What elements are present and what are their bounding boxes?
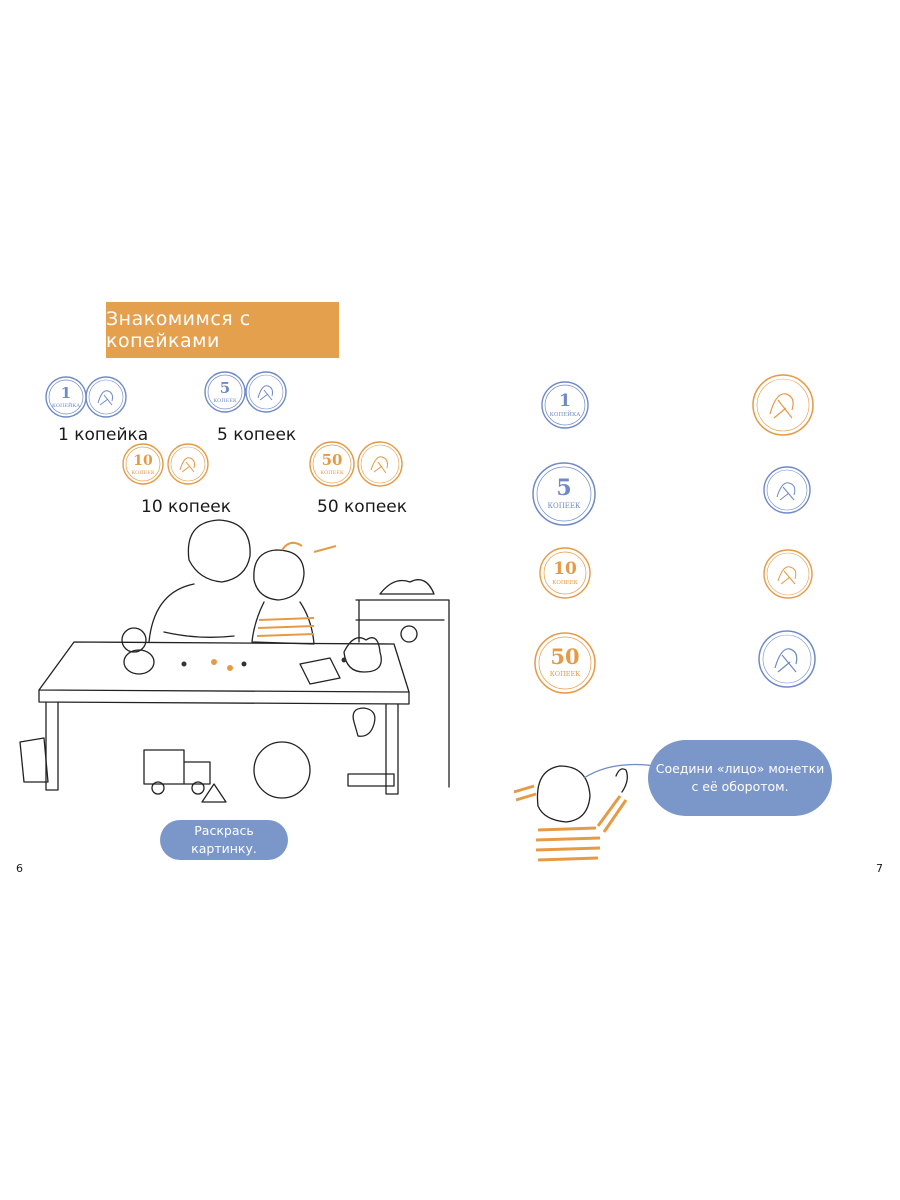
coin-50-front-value: 50: [322, 451, 343, 469]
boy-bow: [513, 784, 537, 802]
coin-1-front-value: 1: [61, 384, 71, 402]
coin-5-label: 5 копеек: [217, 425, 297, 445]
coin-50-back: [357, 441, 403, 487]
coin-10-label: 10 копеек: [141, 497, 232, 517]
boy-head: [536, 765, 591, 823]
st-george-icon: [179, 457, 195, 473]
coloring-illustration: [19, 519, 450, 803]
match-front-50-unit: КОПЕЕК: [550, 670, 581, 678]
teddy-bear-head: [121, 627, 147, 653]
toy-pyramid: [201, 783, 227, 803]
match-back-a: [752, 374, 814, 436]
page-number-right: 7: [876, 862, 883, 875]
ball: [253, 741, 311, 799]
match-front-1-value: 1: [559, 391, 571, 411]
adult-head: [187, 519, 251, 583]
st-george-icon: [777, 566, 797, 585]
toy-truck: [143, 749, 211, 785]
table-top: [38, 641, 410, 693]
match-front-10-unit: КОПЕЕК: [552, 580, 579, 586]
adult-body: [148, 583, 195, 643]
coin-on-table: [227, 665, 233, 671]
adult-arm: [163, 631, 235, 638]
teddy-bear-body: [123, 649, 155, 675]
match-back-c: [763, 549, 813, 599]
books: [347, 773, 395, 787]
coin-5-front-value: 5: [220, 379, 230, 397]
coin-1-front-unit: КОПЕЙКА: [52, 401, 80, 409]
boy-character: [513, 765, 628, 862]
match-front-10-value: 10: [553, 559, 577, 579]
child-stripes: [256, 617, 315, 637]
flower-pot: [379, 579, 435, 595]
coin-10-front-unit: КОПЕЕК: [131, 470, 155, 476]
boy-stripes: [535, 826, 601, 862]
speech-pointer: [583, 763, 657, 779]
coin-50-front: 50 КОПЕЕК: [309, 441, 355, 487]
table-leg: [45, 701, 59, 791]
boy-arm-stripes: [596, 795, 628, 833]
match-front-10: 10 КОПЕЕК: [539, 547, 591, 599]
boot: [19, 737, 49, 783]
child-head: [253, 549, 305, 601]
child-bow: [281, 541, 337, 553]
coin-10-back: [167, 443, 209, 485]
doll: [352, 707, 376, 737]
coin-50-label: 50 копеек: [317, 497, 408, 517]
cat: [343, 637, 382, 673]
st-george-icon: [769, 393, 794, 419]
child-body: [251, 601, 315, 645]
match-back-d: [758, 630, 816, 688]
instruction-connect-line1: Соедини «лицо» монетки: [655, 760, 825, 776]
match-front-50-value: 50: [550, 644, 579, 669]
match-front-1-unit: КОПЕЙКА: [550, 410, 582, 418]
match-back-b: [763, 466, 811, 514]
match-front-5-unit: КОПЕЕК: [548, 502, 581, 510]
instruction-connect-line2: с её оборотом.: [691, 779, 789, 794]
instruction-connect-coins: Соедини «лицо» монетки с её оборотом.: [648, 740, 832, 816]
dresser-knob: [400, 625, 418, 643]
match-front-5-value: 5: [556, 475, 571, 501]
dresser: [355, 599, 450, 788]
instruction-color-picture: Раскрась картинку.: [160, 820, 288, 860]
coin-on-table: [211, 659, 217, 665]
table-leg: [385, 703, 399, 795]
match-front-5: 5 КОПЕЕК: [532, 462, 596, 526]
table-edge: [38, 689, 410, 705]
coin-50-front-unit: КОПЕЕК: [320, 470, 344, 476]
purse: [299, 657, 341, 685]
pointing-hand-icon: [615, 768, 628, 793]
st-george-icon: [774, 648, 798, 673]
st-george-icon: [370, 456, 388, 474]
st-george-icon: [97, 390, 113, 406]
page-number-left: 6: [16, 862, 23, 875]
page-title: Знакомимся с копейками: [106, 302, 339, 358]
coin-10-front: 10 КОПЕЕК: [122, 443, 164, 485]
coin-5-front: 5 КОПЕЕК: [204, 371, 246, 413]
match-front-50: 50 КОПЕЕК: [534, 632, 596, 694]
match-front-1: 1 КОПЕЙКА: [541, 381, 589, 429]
st-george-icon: [776, 482, 796, 501]
coin-5-back: [245, 371, 287, 413]
st-george-icon: [257, 385, 273, 401]
coin-10-front-value: 10: [133, 453, 153, 469]
coin-1-label: 1 копейка: [58, 425, 149, 445]
coin-1-front: 1 КОПЕЙКА: [45, 376, 87, 418]
coin-5-front-unit: КОПЕЕК: [213, 398, 237, 404]
coin-1-back: [85, 376, 127, 418]
